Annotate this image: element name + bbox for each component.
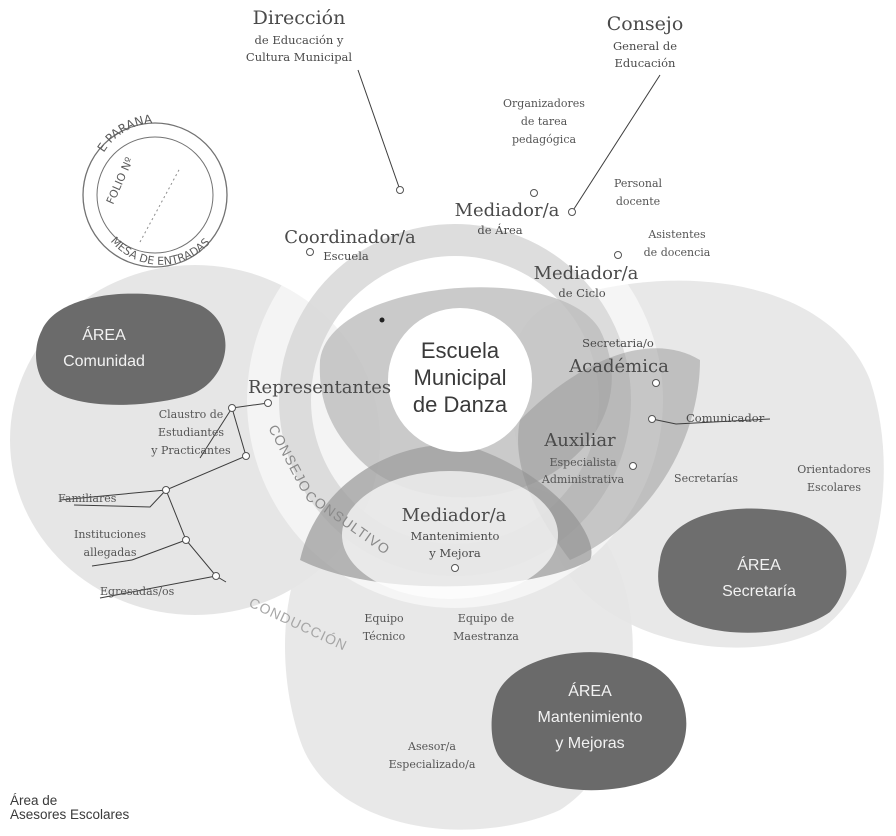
caption-line-1: Área de	[10, 793, 58, 808]
svg-text:ÁREA: ÁREA	[737, 555, 781, 574]
svg-text:Mantenimiento: Mantenimiento	[538, 709, 643, 726]
area-blobs	[36, 293, 847, 791]
svg-text:Académica: Académica	[568, 356, 669, 377]
svg-text:Especializado/a: Especializado/a	[389, 758, 476, 771]
asistentes-label: Asistentes de docencia	[644, 228, 711, 259]
svg-text:Auxiliar: Auxiliar	[543, 430, 616, 451]
mediador-area-label: Mediador/a de Área	[455, 200, 560, 237]
svg-text:allegadas: allegadas	[84, 546, 137, 559]
egresadas-label: Egresadas/os	[100, 585, 175, 598]
personal-docente-label: Personal docente	[614, 177, 663, 208]
svg-text:Escolares: Escolares	[807, 481, 861, 494]
svg-text:Escuela: Escuela	[323, 249, 369, 263]
equipo-maestranza-label: Equipo de Maestranza	[453, 612, 519, 643]
direccion-label: Dirección de Educación y Cultura Municip…	[246, 7, 353, 64]
svg-text:Mediador/a: Mediador/a	[402, 505, 507, 526]
svg-text:Instituciones: Instituciones	[74, 528, 146, 541]
svg-text:Equipo: Equipo	[364, 612, 404, 625]
svg-text:Asesor/a: Asesor/a	[407, 740, 456, 753]
caption-line-2: Asesores Escolares	[10, 807, 130, 822]
area-mantenimiento-label: ÁREA Mantenimiento y Mejoras	[538, 681, 643, 752]
svg-text:Comunidad: Comunidad	[63, 353, 145, 370]
svg-text:Claustro de: Claustro de	[159, 408, 224, 421]
svg-text:Estudiantes: Estudiantes	[158, 426, 224, 439]
stamp-side-text: FOLIO Nº	[104, 155, 136, 206]
svg-text:Maestranza: Maestranza	[453, 630, 519, 643]
stamp-bottom-text: MESA DE ENTRADAS	[108, 234, 212, 268]
svg-text:Organizadores: Organizadores	[503, 97, 585, 110]
svg-text:de Educación y: de Educación y	[255, 33, 344, 47]
secretaria-academica-label: Secretaria/o Académica	[568, 336, 669, 377]
svg-text:Secretaría: Secretaría	[722, 583, 796, 600]
svg-text:Consejo: Consejo	[607, 13, 684, 35]
svg-text:de tarea: de tarea	[521, 115, 568, 128]
svg-text:Mantenimiento: Mantenimiento	[411, 529, 500, 543]
svg-text:General de: General de	[613, 39, 677, 53]
comunicador-label: Comunicador	[686, 411, 765, 425]
svg-text:de docencia: de docencia	[644, 246, 711, 259]
area-comunidad-label: ÁREA Comunidad	[63, 325, 145, 370]
area-mantenimiento-blob	[491, 652, 687, 791]
svg-text:Dirección: Dirección	[253, 7, 346, 29]
area-secretaria-label: ÁREA Secretaría	[722, 555, 796, 600]
svg-text:de Área: de Área	[477, 223, 522, 237]
caption-asesores: Área de Asesores Escolares	[10, 794, 129, 822]
claustro-label: Claustro de Estudiantes y Practicantes	[150, 408, 231, 457]
nodes	[162, 186, 660, 580]
svg-text:de Danza: de Danza	[413, 392, 508, 417]
right-petal	[518, 348, 700, 560]
mediador-lens	[342, 471, 558, 599]
secretarias-label: Secretarías	[674, 472, 738, 485]
svg-text:Mediador/a: Mediador/a	[534, 263, 639, 284]
svg-text:Secretaria/o: Secretaria/o	[582, 336, 654, 350]
area-comunidad-blob	[36, 293, 226, 405]
svg-text:Municipal: Municipal	[414, 365, 507, 390]
svg-text:pedagógica: pedagógica	[512, 133, 577, 146]
svg-text:Coordinador/a: Coordinador/a	[284, 227, 416, 248]
mesa-entradas-stamp: E PARANA MESA DE ENTRADAS FOLIO Nº	[82, 112, 228, 268]
mediador-mantenimiento-label: Mediador/a Mantenimiento y Mejora	[402, 505, 507, 560]
svg-text:Mediador/a: Mediador/a	[455, 200, 560, 221]
consejo-general-label: Consejo General de Educación	[607, 13, 684, 70]
svg-text:docente: docente	[616, 195, 660, 208]
svg-text:Equipo de: Equipo de	[458, 612, 514, 625]
svg-text:Administrativa: Administrativa	[541, 473, 625, 486]
area-secretaria-blob	[658, 508, 847, 633]
svg-text:de Ciclo: de Ciclo	[558, 286, 605, 300]
representantes-label: Representantes	[248, 377, 391, 398]
asesor-label: Asesor/a Especializado/a	[389, 740, 476, 771]
svg-text:Personal: Personal	[614, 177, 663, 190]
orientadores-label: Orientadores Escolares	[797, 463, 871, 494]
familiares-label: Familiares	[58, 492, 117, 505]
background-areas	[10, 192, 884, 830]
mediador-ciclo-label: Mediador/a de Ciclo	[534, 263, 639, 300]
svg-text:ÁREA: ÁREA	[568, 681, 612, 700]
svg-text:Escuela: Escuela	[421, 338, 500, 363]
instituciones-label: Instituciones allegadas	[74, 528, 146, 559]
svg-text:Técnico: Técnico	[363, 630, 406, 643]
organizadores-label: Organizadores de tarea pedagógica	[503, 97, 585, 146]
svg-text:ÁREA: ÁREA	[82, 325, 126, 344]
svg-text:y Mejoras: y Mejoras	[555, 735, 624, 752]
svg-text:Cultura Municipal: Cultura Municipal	[246, 50, 353, 64]
stamp-top-text: E PARANA	[95, 112, 154, 155]
center-label: Escuela Municipal de Danza	[413, 338, 508, 417]
coordinador-label: Coordinador/a Escuela	[284, 227, 416, 263]
svg-text:y Mejora: y Mejora	[428, 546, 481, 560]
auxiliar-label: Auxiliar Especialista Administrativa	[541, 430, 625, 486]
svg-text:y Practicantes: y Practicantes	[150, 444, 231, 457]
svg-text:Especialista: Especialista	[549, 456, 617, 469]
equipo-tecnico-label: Equipo Técnico	[363, 612, 406, 643]
center-circle	[388, 308, 532, 452]
svg-text:Orientadores: Orientadores	[797, 463, 871, 476]
svg-text:Asistentes: Asistentes	[647, 228, 706, 241]
svg-text:Educación: Educación	[615, 56, 677, 70]
